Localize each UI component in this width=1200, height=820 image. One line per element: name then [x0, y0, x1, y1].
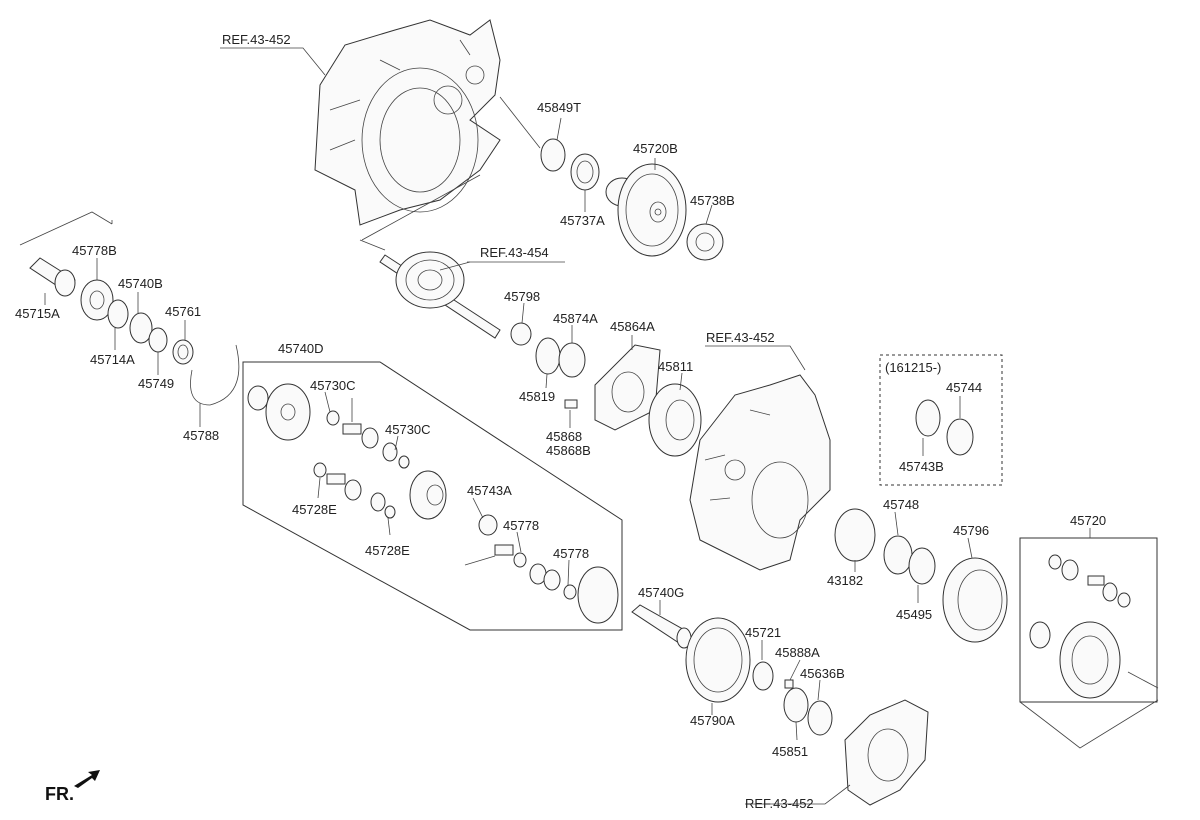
label-45714A[interactable]: 45714A: [90, 352, 135, 367]
label-45849T[interactable]: 45849T: [537, 100, 581, 115]
ring-45874A[interactable]: [558, 342, 586, 378]
transmission-case-top[interactable]: [314, 19, 501, 226]
label-ref-mid[interactable]: REF.43-452: [706, 330, 775, 345]
label-45796[interactable]: 45796: [953, 523, 989, 538]
ring-gear-45790A[interactable]: [685, 617, 751, 703]
assembly-45720-parts[interactable]: [1029, 554, 1131, 699]
bearing-45738B[interactable]: [686, 223, 724, 261]
bearing-45737A[interactable]: [570, 153, 600, 191]
label-45888A[interactable]: 45888A: [775, 645, 820, 660]
ring-45749[interactable]: [148, 327, 168, 353]
front-arrow-icon: [74, 770, 100, 788]
date-range-box: [879, 354, 1003, 486]
label-45720[interactable]: 45720: [1070, 513, 1106, 528]
label-45819[interactable]: 45819: [519, 389, 555, 404]
label-43182[interactable]: 43182: [827, 573, 863, 588]
label-45874A[interactable]: 45874A: [553, 311, 598, 326]
ring-45740B[interactable]: [129, 312, 153, 344]
ring-45819[interactable]: [535, 337, 561, 375]
leader-lines: [19, 47, 1159, 805]
gear-45811[interactable]: [648, 383, 702, 457]
main-shaft[interactable]: [379, 251, 501, 339]
part-labels: REF.43-452 45849T 45720B 45737A 45738B 4…: [15, 32, 1106, 811]
label-45749[interactable]: 45749: [138, 376, 174, 391]
label-45737A[interactable]: 45737A: [560, 213, 605, 228]
label-45868[interactable]: 45868: [546, 429, 582, 444]
pinion-group-upper[interactable]: [326, 398, 410, 469]
fr-label: FR.: [45, 784, 74, 804]
assembly-45720-box: [1019, 537, 1158, 703]
label-45720B[interactable]: 45720B: [633, 141, 678, 156]
label-45740G[interactable]: 45740G: [638, 585, 684, 600]
label-date-range: (161215-): [885, 360, 941, 375]
label-45868B[interactable]: 45868B: [546, 443, 591, 458]
bolt-45868[interactable]: [564, 399, 578, 409]
label-ref-shaft[interactable]: REF.43-454: [480, 245, 549, 260]
ring-45714A[interactable]: [107, 299, 129, 329]
label-45778-b[interactable]: 45778: [553, 546, 589, 561]
label-ref-bottom[interactable]: REF.43-452: [745, 796, 814, 811]
label-45636B[interactable]: 45636B: [800, 666, 845, 681]
transmission-case-mid[interactable]: [689, 374, 831, 571]
shaft-45715A[interactable]: [29, 257, 76, 297]
label-45740B[interactable]: 45740B: [118, 276, 163, 291]
plate-43182[interactable]: [834, 508, 876, 562]
label-45730C-a[interactable]: 45730C: [310, 378, 356, 393]
ring-45744[interactable]: [946, 418, 974, 456]
ring-45495[interactable]: [908, 547, 936, 585]
label-45743B[interactable]: 45743B: [899, 459, 944, 474]
ring-45849T[interactable]: [540, 138, 566, 172]
label-45730C-b[interactable]: 45730C: [385, 422, 431, 437]
seal-45761[interactable]: [172, 339, 194, 365]
pin-45888A[interactable]: [784, 679, 794, 689]
label-45790A[interactable]: 45790A: [690, 713, 735, 728]
snap-ring-45788[interactable]: [190, 344, 240, 406]
label-45761[interactable]: 45761: [165, 304, 201, 319]
drum-45796[interactable]: [942, 557, 1008, 643]
label-45778B[interactable]: 45778B: [72, 243, 117, 258]
gear-45720B[interactable]: [605, 163, 687, 257]
label-45748[interactable]: 45748: [883, 497, 919, 512]
pinion-group-lower[interactable]: [313, 462, 396, 519]
label-45778-a[interactable]: 45778: [503, 518, 539, 533]
label-ref-top[interactable]: REF.43-452: [222, 32, 291, 47]
seal-45798[interactable]: [510, 322, 532, 346]
end-cover[interactable]: [844, 699, 929, 806]
label-45495[interactable]: 45495: [896, 607, 932, 622]
pinion-group-bottom[interactable]: [464, 544, 619, 624]
label-45811[interactable]: 45811: [658, 359, 693, 374]
label-45798[interactable]: 45798: [504, 289, 540, 304]
label-45721[interactable]: 45721: [745, 625, 781, 640]
label-45744[interactable]: 45744: [946, 380, 982, 395]
ring-45748[interactable]: [883, 535, 913, 575]
label-45851[interactable]: 45851: [772, 744, 808, 759]
label-45715A[interactable]: 45715A: [15, 306, 60, 321]
ring-45743B[interactable]: [915, 399, 941, 437]
planetary-carrier-group-box: [242, 361, 623, 631]
label-45788[interactable]: 45788: [183, 428, 219, 443]
ring-45636B[interactable]: [807, 700, 833, 736]
label-45740D[interactable]: 45740D: [278, 341, 324, 356]
label-45728E-a[interactable]: 45728E: [292, 502, 337, 517]
ring-45721[interactable]: [752, 661, 774, 691]
shaft-45740G[interactable]: [631, 604, 692, 649]
front-direction-indicator: FR.: [45, 770, 100, 804]
carrier-plate-left[interactable]: [247, 383, 311, 441]
ring-45851[interactable]: [783, 687, 809, 723]
label-45864A[interactable]: 45864A: [610, 319, 655, 334]
carrier-45743A-area[interactable]: [409, 470, 498, 536]
label-45738B[interactable]: 45738B: [690, 193, 735, 208]
label-45743A[interactable]: 45743A: [467, 483, 512, 498]
label-45728E-b[interactable]: 45728E: [365, 543, 410, 558]
